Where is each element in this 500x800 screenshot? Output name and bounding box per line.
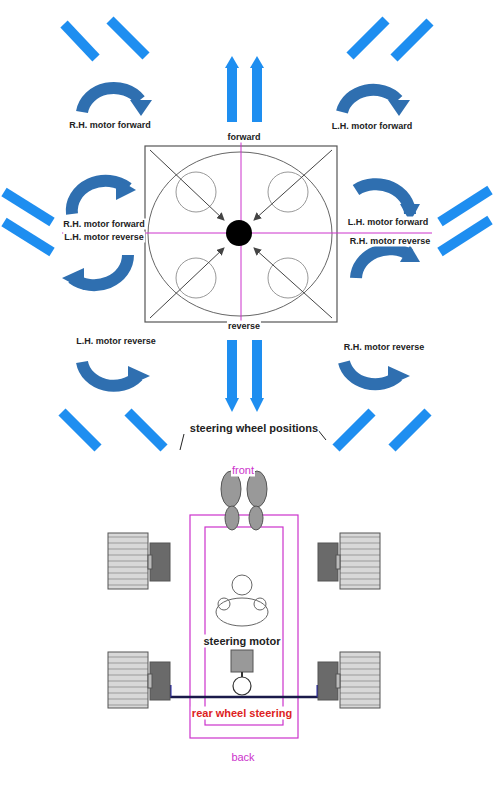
diagram-label: L.H. motor forward [331,121,414,132]
diagram-label: steering motor [202,635,281,648]
diagram-label: L.H. motor reverse [63,232,145,243]
diagram-label: L.H. motor forward [347,217,430,228]
diagram-label: R.H. motor reverse [349,236,432,247]
diagram-label: front [231,464,255,477]
diagram-label: rear wheel steering [191,707,293,720]
diagram-label: L.H. motor reverse [75,336,157,347]
diagram-label: R.H. motor reverse [343,342,426,353]
diagram-label: R.H. motor forward [62,219,146,230]
diagram-label: back [230,751,255,764]
diagram-label: forward [226,132,261,143]
diagram-label: R.H. motor forward [68,120,152,131]
diagram-label: reverse [227,321,261,332]
diagram-label: steering wheel positions [189,422,319,435]
